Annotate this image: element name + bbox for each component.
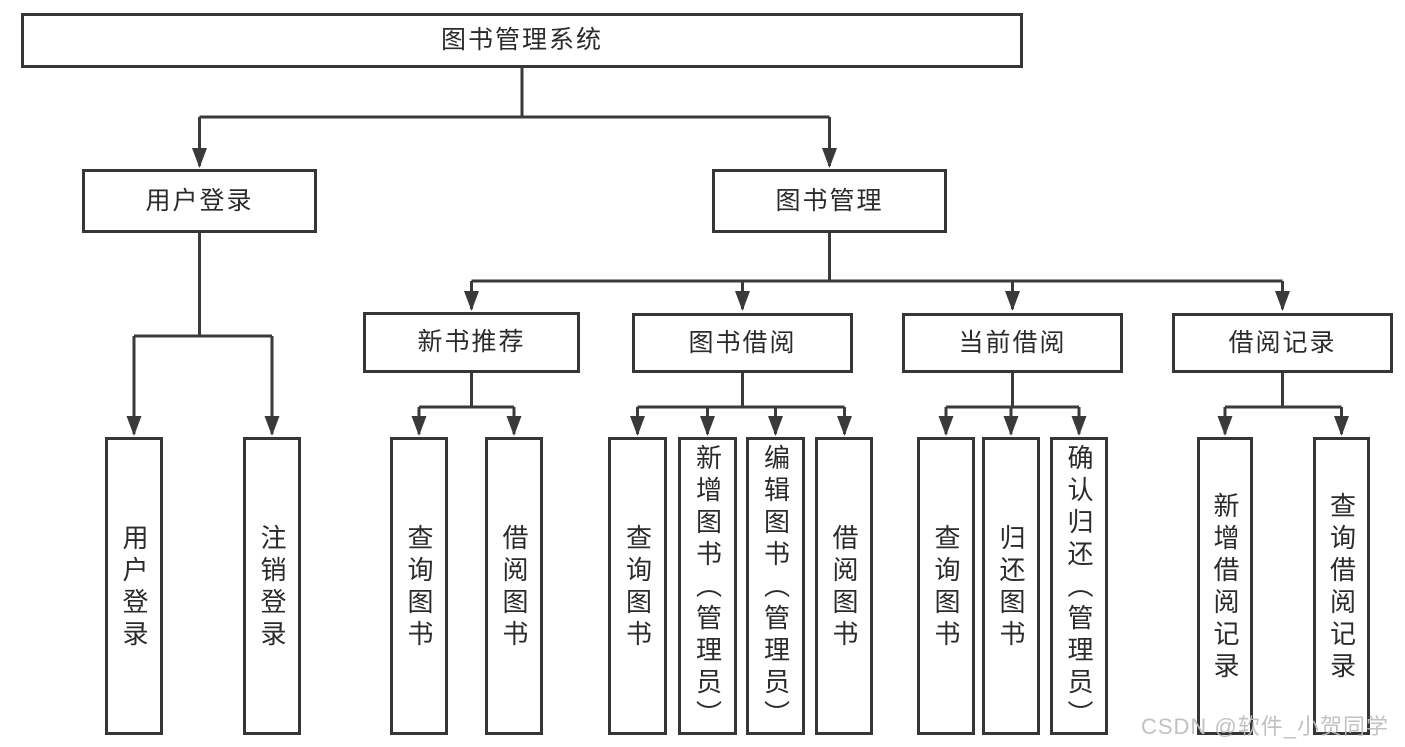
node-new-book-recommend: 新书推荐 bbox=[363, 312, 580, 373]
leaf-bb-edit-books-admin: 编辑图书（管理员） bbox=[746, 437, 805, 735]
leaf-bb-edit-books-admin-label: 编辑图书（管理员） bbox=[760, 444, 791, 732]
leaf-bb-query-books-label: 查询图书 bbox=[622, 524, 653, 652]
leaf-logout: 注销登录 bbox=[243, 437, 301, 735]
arrowhead-icons bbox=[126, 148, 1349, 436]
node-book-management: 图书管理 bbox=[712, 169, 947, 233]
leaf-logout-label: 注销登录 bbox=[257, 524, 287, 652]
leaf-br-add-record-label: 新增借阅记录 bbox=[1210, 492, 1240, 684]
leaf-cb-query-books: 查询图书 bbox=[917, 437, 975, 735]
leaf-cb-query-books-label: 查询图书 bbox=[931, 524, 961, 652]
leaf-br-query-record-label: 查询借阅记录 bbox=[1326, 492, 1357, 684]
node-current-borrow: 当前借阅 bbox=[902, 313, 1123, 373]
leaf-bb-borrow-books-label: 借阅图书 bbox=[829, 524, 859, 652]
leaf-cb-return-books: 归还图书 bbox=[982, 437, 1040, 735]
node-book-borrow: 图书借阅 bbox=[632, 313, 853, 373]
node-book-borrow-label: 图书借阅 bbox=[688, 328, 797, 357]
leaf-cb-return-books-label: 归还图书 bbox=[996, 524, 1026, 652]
leaf-br-add-record: 新增借阅记录 bbox=[1197, 437, 1253, 735]
node-user-login-label: 用户登录 bbox=[145, 186, 254, 215]
node-borrow-records-label: 借阅记录 bbox=[1228, 328, 1337, 357]
node-root: 图书管理系统 bbox=[21, 13, 1023, 68]
leaf-nbr-borrow-books-label: 借阅图书 bbox=[499, 524, 529, 652]
leaf-user-login-label: 用户登录 bbox=[119, 524, 149, 652]
csdn-watermark: CSDN @软件_小贺同学 bbox=[1140, 714, 1389, 739]
leaf-bb-borrow-books: 借阅图书 bbox=[815, 437, 873, 735]
node-book-management-label: 图书管理 bbox=[775, 186, 884, 215]
leaf-bb-add-books-admin: 新增图书（管理员） bbox=[678, 437, 737, 735]
node-new-book-recommend-label: 新书推荐 bbox=[417, 328, 526, 356]
leaf-bb-add-books-admin-label: 新增图书（管理员） bbox=[692, 444, 723, 732]
node-root-label: 图书管理系统 bbox=[440, 26, 603, 54]
leaf-cb-confirm-return-admin: 确认归还（管理员） bbox=[1050, 437, 1108, 735]
leaf-nbr-query-books-label: 查询图书 bbox=[404, 524, 434, 652]
leaf-br-query-record: 查询借阅记录 bbox=[1313, 437, 1370, 735]
leaf-user-login: 用户登录 bbox=[105, 437, 163, 735]
leaf-nbr-borrow-books: 借阅图书 bbox=[485, 437, 543, 735]
leaf-bb-query-books: 查询图书 bbox=[608, 437, 667, 735]
leaf-cb-confirm-return-admin-label: 确认归还（管理员） bbox=[1064, 444, 1094, 732]
node-user-login: 用户登录 bbox=[82, 169, 317, 233]
leaf-nbr-query-books: 查询图书 bbox=[390, 437, 448, 735]
node-current-borrow-label: 当前借阅 bbox=[958, 328, 1067, 357]
node-borrow-records: 借阅记录 bbox=[1172, 313, 1393, 373]
